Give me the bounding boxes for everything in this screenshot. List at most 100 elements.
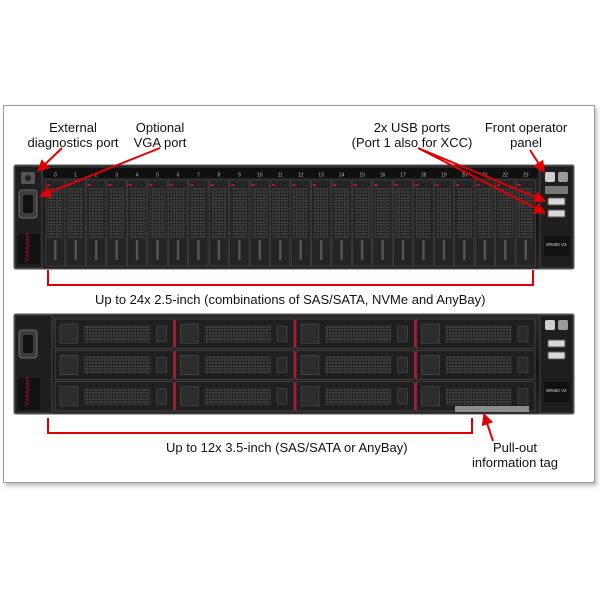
label-pullout-line2: information tag [472, 455, 558, 470]
drive-bay-mesh [445, 387, 512, 405]
label-external-diagnostics-line1: External [49, 120, 97, 135]
drive-latch [238, 240, 241, 260]
bay-number: 5 [156, 173, 159, 179]
arrow-vga [38, 147, 161, 198]
drive-latch [279, 240, 282, 260]
drive-latch [319, 240, 323, 260]
drive-bay-2.5 [168, 179, 188, 267]
drive-bay-2.5 [311, 179, 332, 267]
caption-bottom-config: Up to 12x 3.5-inch (SAS/SATA or AnyBay) [166, 440, 408, 455]
power-button-icon [545, 172, 555, 182]
label-vga-port: Optional VGA port [122, 120, 198, 150]
drive-release-marker [210, 184, 214, 186]
drive-bay-2.5 [495, 179, 516, 267]
drive-bay-2.5 [352, 179, 373, 267]
bottom-vga-connector-icon [23, 335, 33, 353]
bay-number: 17 [400, 173, 406, 179]
bottom-usb-port-1 [547, 339, 566, 348]
drive-bay-2.5 [106, 179, 127, 267]
drive-release-marker [497, 184, 501, 186]
bay-number: 19 [441, 173, 447, 179]
drive-handle [180, 355, 199, 375]
drive-release-marker [414, 382, 417, 410]
bay-number: 20 [462, 173, 468, 179]
drive-bay-2.5 [393, 179, 413, 267]
drive-bay-2.5 [434, 179, 454, 267]
top-model-label: SR650 V2 [546, 242, 567, 247]
bay-number: 0 [54, 173, 57, 179]
drive-latch [258, 240, 262, 260]
bay-number: 11 [278, 173, 283, 179]
drive-latch [156, 325, 167, 342]
drive-bay-mesh [149, 188, 166, 238]
usb-port-1 [547, 197, 566, 206]
bottom-model-panel [544, 382, 570, 402]
drive-latch [115, 240, 118, 260]
label-operator-line2: panel [510, 135, 542, 150]
vga-connector-icon [23, 195, 33, 213]
drive-latch [217, 240, 221, 260]
drive-bay-2.5 [188, 179, 209, 267]
bay-number: 8 [218, 173, 221, 179]
drive-bay-mesh [313, 188, 329, 238]
diagnostics-port-icon [25, 175, 31, 181]
drive-bay-mesh [67, 188, 84, 238]
drive-bay-3.5 [54, 318, 174, 349]
operator-panel-status [545, 186, 568, 194]
drive-release-marker [251, 184, 255, 186]
drive-latch [340, 240, 343, 260]
drive-release-marker [476, 184, 480, 186]
drive-latch [422, 240, 425, 260]
drive-bay-mesh [204, 387, 271, 405]
drive-latch [517, 325, 529, 342]
drive-bay-2.5 [474, 179, 495, 267]
drive-bay-mesh [395, 188, 411, 238]
drive-bay-3.5 [173, 349, 295, 381]
bay-number: 1 [74, 173, 77, 179]
drive-bay-mesh [497, 188, 514, 238]
drive-latch [463, 240, 466, 260]
label-external-diagnostics-line2: diagnostics port [27, 135, 119, 150]
drive-release-marker [414, 320, 417, 348]
drive-bay-2.5 [454, 179, 475, 267]
bay-number: 9 [238, 173, 241, 179]
label-vga-line1: Optional [135, 120, 185, 135]
label-operator-line1: Front operator [484, 120, 568, 135]
bottom-power-button-icon [545, 320, 555, 330]
drive-latch [517, 357, 529, 373]
drive-handle [300, 323, 320, 344]
bay-number: 3 [115, 173, 118, 179]
bay-number: 2 [95, 173, 98, 179]
drive-bay-2.5 [45, 179, 66, 267]
drive-release-marker [173, 351, 176, 379]
drive-bay-3.5 [54, 349, 174, 381]
drive-release-marker [374, 184, 378, 186]
drive-bay-mesh [325, 325, 392, 343]
drive-bay-mesh [436, 188, 452, 238]
drive-release-marker [456, 184, 460, 186]
drive-release-marker [231, 184, 235, 186]
drive-bay-3.5 [294, 349, 415, 381]
bay-number: 15 [359, 173, 365, 179]
drive-bay-mesh [445, 325, 512, 343]
drive-handle [421, 323, 440, 344]
drive-handle [59, 323, 79, 344]
label-external-diagnostics: External diagnostics port [23, 120, 123, 150]
drive-handle [300, 386, 320, 407]
label-pullout-line1: Pull-out [492, 440, 538, 455]
label-usb-line1: 2x USB ports [373, 120, 451, 135]
drive-release-marker [294, 320, 296, 348]
drive-bay-2.5 [372, 179, 393, 267]
drive-bay-mesh [204, 325, 271, 343]
bottom-brand-text: ThinkSystem [25, 377, 31, 406]
drive-latch [176, 240, 180, 260]
drive-latch [401, 240, 405, 260]
drive-bay-3.5 [414, 349, 536, 381]
label-usb-line2: (Port 1 also for XCC) [351, 135, 473, 150]
drive-bay-3.5 [294, 381, 415, 412]
drive-bay-mesh [190, 188, 207, 238]
drive-latch [156, 388, 167, 405]
drive-release-marker [517, 184, 521, 186]
drive-latch [524, 240, 527, 260]
